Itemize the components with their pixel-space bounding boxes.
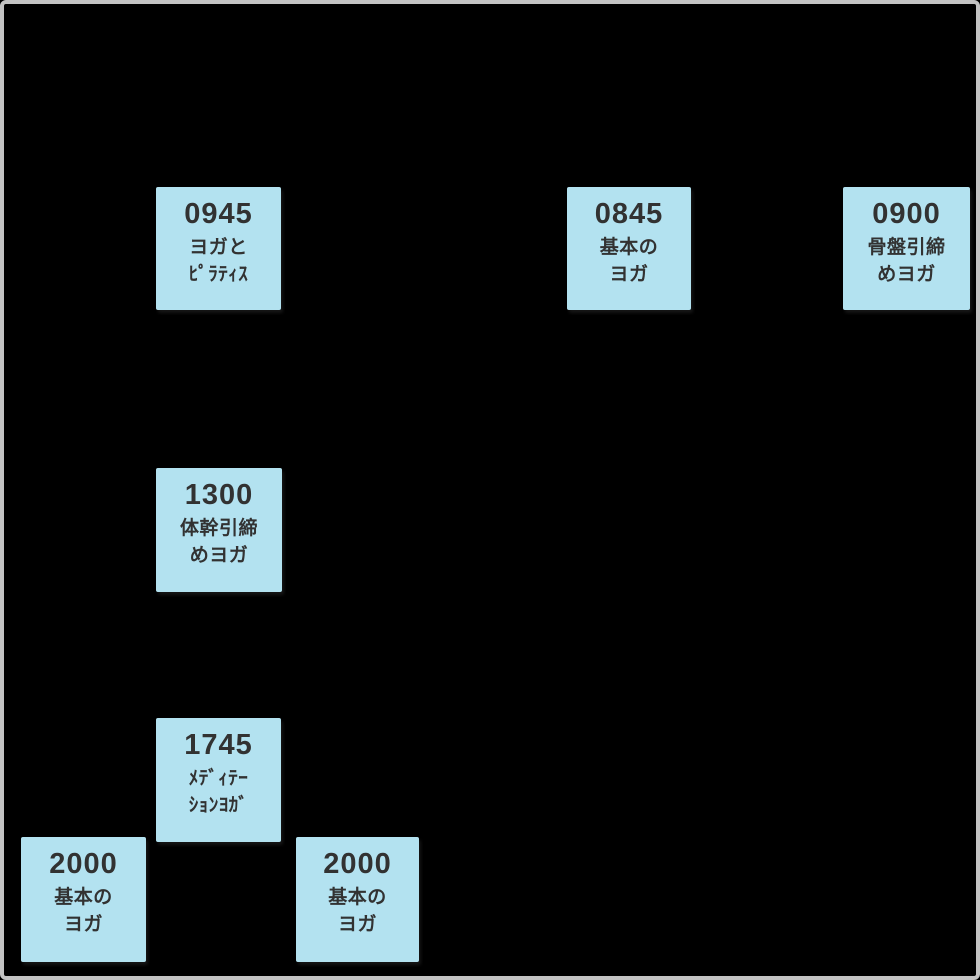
class-name: 骨盤引締めヨガ	[867, 237, 946, 286]
class-time: 0845	[594, 198, 664, 230]
class-card[interactable]: 2000 基本のヨガ	[21, 837, 146, 962]
class-card[interactable]: 0945 ヨガとﾋﾟﾗﾃｨｽ	[156, 187, 281, 310]
class-name: 基本のヨガ	[54, 887, 113, 936]
class-card[interactable]: 2000 基本のヨガ	[296, 837, 419, 962]
class-time: 2000	[323, 848, 392, 880]
weekly-schedule-board: 0945 ヨガとﾋﾟﾗﾃｨｽ 0845 基本のヨガ 0900 骨盤引締めヨガ 1300 体幹引…	[4, 4, 976, 976]
class-card[interactable]: 1745 ﾒﾃﾞｨﾃｰｼｮﾝﾖｶﾞ	[156, 718, 281, 842]
class-name: 体幹引締めヨガ	[179, 518, 258, 567]
class-time: 2000	[49, 848, 118, 880]
class-name: ﾒﾃﾞｨﾃｰｼｮﾝﾖｶﾞ	[188, 768, 249, 817]
class-card[interactable]: 1300 体幹引締めヨガ	[156, 468, 282, 592]
class-time: 1745	[184, 729, 253, 761]
class-name: ヨガとﾋﾟﾗﾃｨｽ	[188, 237, 249, 286]
class-time: 1300	[184, 479, 254, 511]
class-time: 0945	[184, 198, 253, 230]
class-time: 0900	[872, 198, 941, 230]
class-card[interactable]: 0900 骨盤引締めヨガ	[843, 187, 970, 310]
class-name: 基本のヨガ	[328, 887, 387, 936]
class-name: 基本のヨガ	[599, 237, 659, 286]
class-card[interactable]: 0845 基本のヨガ	[567, 187, 691, 310]
